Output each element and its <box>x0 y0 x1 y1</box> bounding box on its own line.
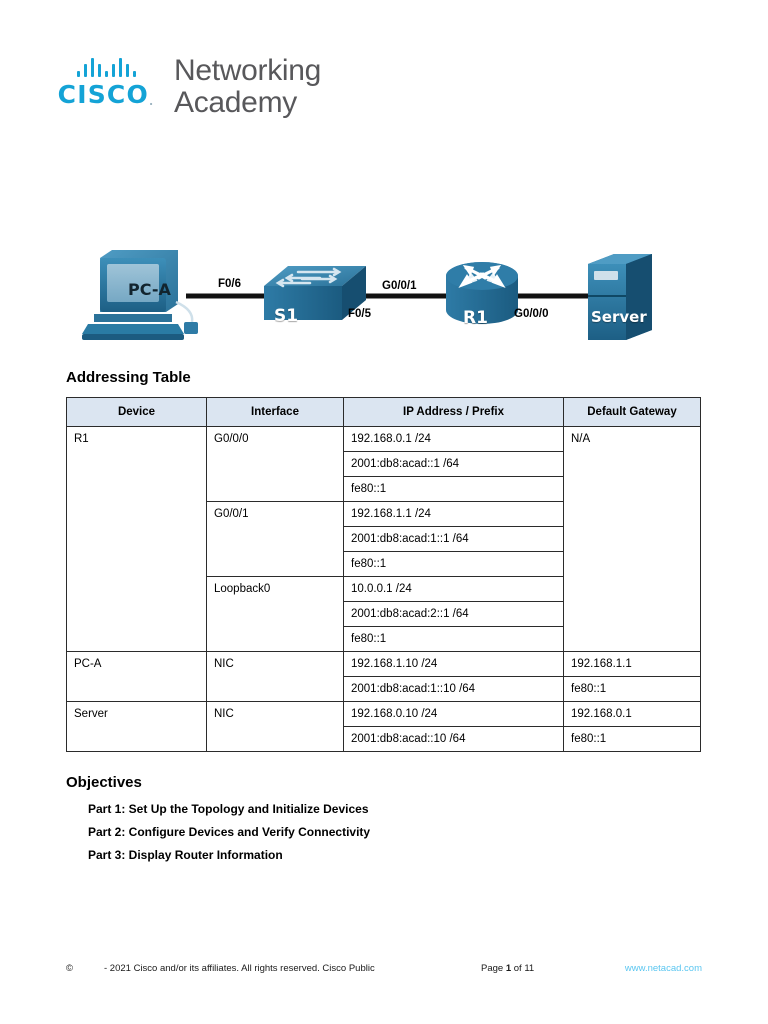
interface-label-g001: G0/0/1 <box>382 280 417 292</box>
server-icon <box>588 254 652 340</box>
cell-ip-address: 2001:db8:acad:1::10 /64 <box>343 676 564 702</box>
page-prefix: Page <box>481 963 504 974</box>
table-row: 2001:db8:acad::1 /64 <box>67 451 701 477</box>
router-r1-icon <box>446 262 518 324</box>
interface-label-f05: F0/5 <box>348 308 372 320</box>
cell-ip-address: 192.168.0.10 /24 <box>343 701 564 727</box>
cisco-trademark: . <box>148 95 155 108</box>
page-indicator: Page 1 of 11 <box>481 963 534 974</box>
cell-gateway: N/A <box>563 426 701 652</box>
interface-label-g000: G0/0/0 <box>514 308 549 320</box>
cell-gateway: fe80::1 <box>563 726 701 752</box>
device-label-server: Server <box>591 308 647 326</box>
cell-interface: G0/0/0 <box>206 426 344 502</box>
switch-s1-icon <box>264 266 366 320</box>
table-row: 2001:db8:acad:2::1 /64 <box>67 601 701 627</box>
table-row: PC-A NIC 192.168.1.10 /24 192.168.1.1 <box>66 651 701 702</box>
cell-gateway: fe80::1 <box>563 676 701 702</box>
cisco-logo-mark: CISCO. <box>52 55 160 107</box>
topology-svg <box>82 250 652 340</box>
device-label-s1: S1 <box>274 306 299 326</box>
cell-ip-address: 2001:db8:acad:2::1 /64 <box>343 601 564 627</box>
page-footer: © - 2021 Cisco and/or its affiliates. Al… <box>66 963 702 979</box>
addressing-table: Device Interface IP Address / Prefix Def… <box>66 397 701 752</box>
cisco-networking-academy-logo: CISCO. Networking Academy <box>52 55 322 119</box>
cell-gateway: 192.168.0.1 <box>563 701 701 727</box>
cell-interface: G0/0/1 <box>206 501 344 577</box>
addressing-table-heading: Addressing Table <box>66 369 191 386</box>
cell-ip-address: 2001:db8:acad::1 /64 <box>343 451 564 477</box>
netacad-link[interactable]: www.netacad.com <box>624 963 702 974</box>
table-row: fe80::1 <box>67 551 701 577</box>
networking-academy-wordmark: Networking Academy <box>174 55 321 119</box>
page-number: 1 <box>505 963 512 974</box>
cell-ip-address: 192.168.0.1 /24 <box>343 426 564 452</box>
cell-ip-address: 10.0.0.1 /24 <box>343 576 564 602</box>
cell-ip-address: fe80::1 <box>343 551 564 577</box>
table-row: fe80::1 <box>67 476 701 502</box>
interface-label-f06: F0/6 <box>218 278 242 290</box>
objective-part-1: Part 1: Set Up the Topology and Initiali… <box>88 802 369 816</box>
table-header-row: Device Interface IP Address / Prefix Def… <box>66 397 701 427</box>
cisco-wordmark: CISCO. <box>52 82 160 107</box>
objectives-heading: Objectives <box>66 774 142 791</box>
cisco-wordmark-text: CISCO <box>57 80 149 109</box>
column-header-interface: Interface <box>206 397 344 427</box>
cell-device: R1 <box>66 426 207 652</box>
pc-a-icon <box>82 250 198 340</box>
cell-ip-address: fe80::1 <box>343 476 564 502</box>
column-header-device: Device <box>66 397 207 427</box>
cell-ip-address: 2001:db8:acad:1::1 /64 <box>343 526 564 552</box>
cell-interface: NIC <box>206 651 344 702</box>
objective-part-2: Part 2: Configure Devices and Verify Con… <box>88 825 371 839</box>
objectives-list: Part 1: Set Up the Topology and Initiali… <box>88 798 648 867</box>
cell-interface: NIC <box>206 701 344 752</box>
table-row: Server NIC 192.168.0.10 /24 192.168.0.1 <box>66 701 701 752</box>
page-of: of <box>513 963 522 974</box>
cell-device: Server <box>66 701 207 752</box>
page-total: 11 <box>524 963 535 974</box>
table-row: 2001:db8:acad::10 /64 fe80::1 <box>67 726 701 752</box>
device-label-r1: R1 <box>463 308 488 328</box>
network-topology-diagram: F0/6 F0/5 G0/0/1 G0/0/0 PC-A S1 R1 Serve… <box>66 238 706 358</box>
column-header-gateway: Default Gateway <box>563 397 701 427</box>
column-header-ip: IP Address / Prefix <box>343 397 564 427</box>
cell-ip-address: 192.168.1.1 /24 <box>343 501 564 527</box>
objective-part-3: Part 3: Display Router Information <box>88 848 283 862</box>
cell-interface: Loopback0 <box>206 576 344 652</box>
table-row: fe80::1 <box>67 626 701 652</box>
cisco-bridge-icon <box>52 57 160 77</box>
copyright-text: - 2021 Cisco and/or its affiliates. All … <box>104 963 375 974</box>
cell-gateway: 192.168.1.1 <box>563 651 701 677</box>
cell-ip-address: fe80::1 <box>343 626 564 652</box>
device-label-pc-a: PC-A <box>128 280 171 299</box>
table-row: R1 G0/0/0 192.168.0.1 /24 N/A <box>66 426 701 652</box>
copyright-symbol: © <box>66 963 73 974</box>
cell-ip-address: 2001:db8:acad::10 /64 <box>343 726 564 752</box>
brand-line-networking: Networking <box>174 54 322 87</box>
cell-ip-address: 192.168.1.10 /24 <box>343 651 564 677</box>
cell-device: PC-A <box>66 651 207 702</box>
brand-line-academy: Academy <box>174 86 297 119</box>
